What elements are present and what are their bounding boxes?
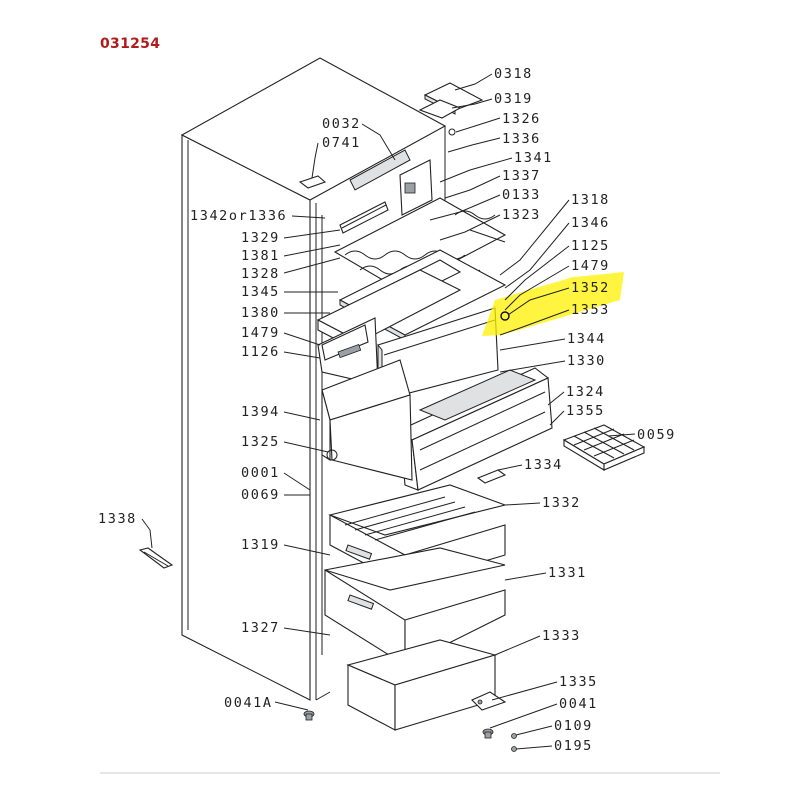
part-label: 1380 [241,305,280,321]
part-label: 1327 [241,620,280,636]
part-label: 0319 [494,91,533,107]
part-label-highlighted: 1352 [571,280,610,296]
highlight-1352 [482,272,624,336]
foot-0041 [482,728,494,739]
part-label: 1329 [241,230,280,246]
part-label: 1337 [502,168,541,184]
part-label: 0109 [554,718,593,734]
part-label: 1335 [559,674,598,690]
part-label: 1323 [502,207,541,223]
part-label: 0041 [559,696,598,712]
part-label: 0069 [241,487,280,503]
vegetable-bin-1394 [321,359,413,481]
part-label: 1333 [542,628,581,644]
part-label: 0059 [637,427,676,443]
document-id: 031254 [100,36,161,52]
part-label: 0032 [322,116,361,132]
part-label: 1330 [567,353,606,369]
adjustable-foot-0041A [303,710,315,721]
part-label: 1334 [524,457,563,473]
part-label: 1345 [241,284,280,300]
part-label: 0133 [502,187,541,203]
part-label: 1328 [241,266,280,282]
ice-tray [562,424,646,471]
part-label: 1394 [241,404,280,420]
part-labels: 0318 0319 1326 1336 0032 0741 1341 1337 … [98,66,676,754]
part-label: 0041A [224,695,273,711]
part-label: 1331 [548,565,587,581]
part-label: 1342or1336 [190,208,287,224]
top-hinge-parts [418,82,484,136]
part-label: 0001 [241,465,280,481]
part-label: 1341 [514,150,553,166]
part-label: 1479 [241,325,280,341]
hinge-1335 [471,691,507,711]
part-label: 1381 [241,248,280,264]
part-label: 0741 [322,135,361,151]
part-label: 1332 [542,495,581,511]
fresh-zone-drawer [398,367,553,491]
part-label: 1326 [502,111,541,127]
dairy-drawer [317,317,379,386]
cabinet-body [180,57,447,701]
part-label: 1125 [571,238,610,254]
small-part-1334 [476,469,507,484]
part-label: 1319 [241,537,280,553]
part-label: 1355 [566,403,605,419]
part-label: 0195 [554,738,593,754]
freezer-drawer-1333 [346,639,497,731]
part-label: 0318 [494,66,533,82]
part-label: 1336 [502,131,541,147]
part-label: 1346 [571,215,610,231]
leader-lines [141,73,636,750]
part-label: 1325 [241,434,280,450]
part-label: 1126 [241,344,280,360]
door-handle-1338 [138,547,174,569]
part-label: 1353 [571,302,610,318]
part-label: 1318 [571,192,610,208]
part-label: 1344 [567,331,606,347]
screw-0195 [511,746,517,752]
part-label: 1324 [566,384,605,400]
part-label: 1479 [571,258,610,274]
part-label: 1338 [98,511,137,527]
screw-0109 [511,733,517,739]
